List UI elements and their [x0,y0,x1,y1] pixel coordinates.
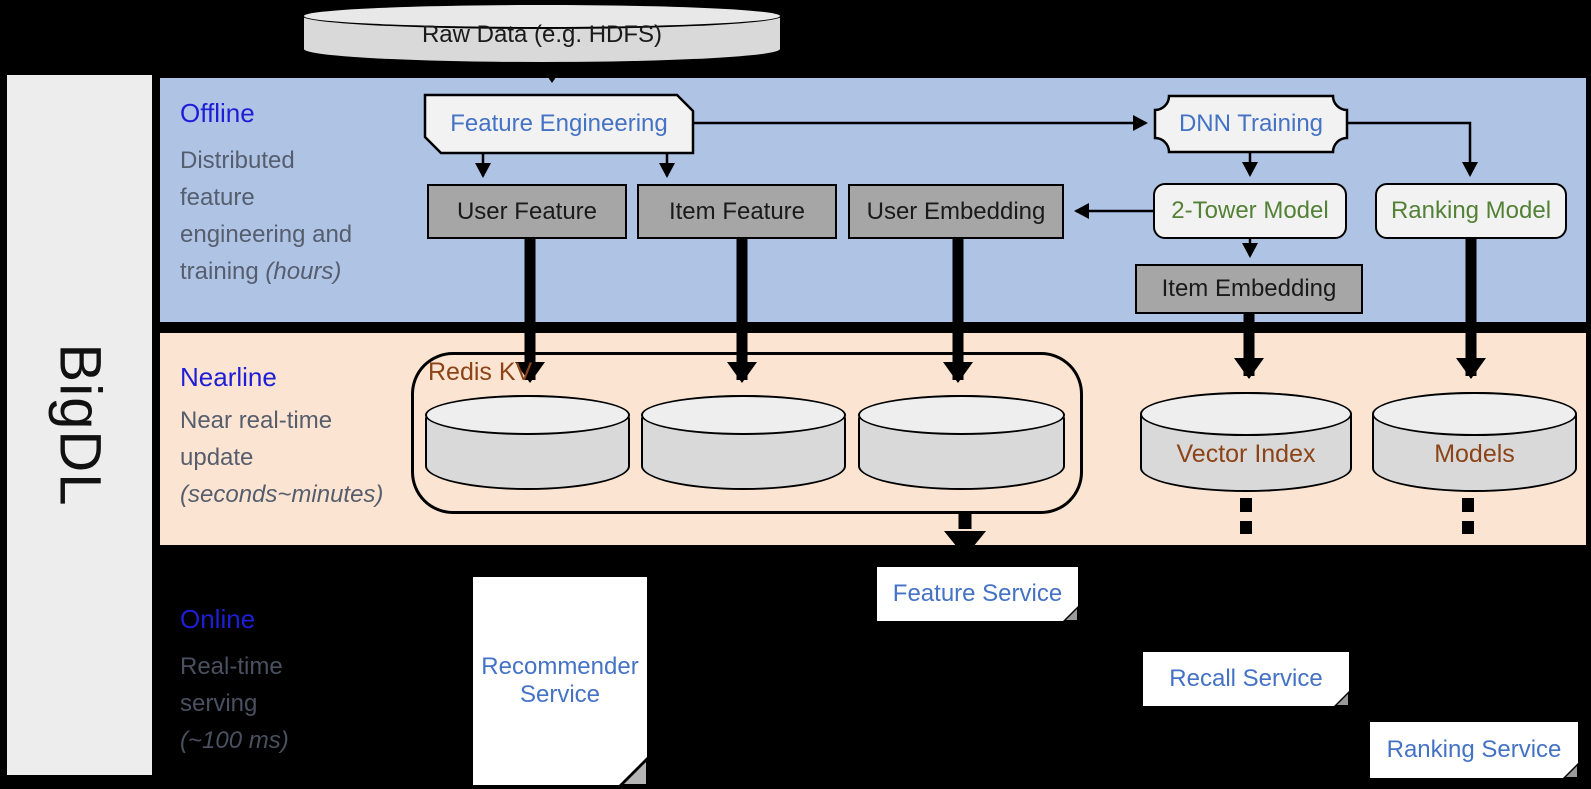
online-description-italic: (~100 ms) [180,727,289,754]
nearline-description-italic: (seconds~minutes) [180,481,384,508]
feature-service-box: Feature Service [877,567,1078,621]
arrow-dnn-to-ranking-model [1347,121,1478,177]
nearline-description: Near real-time update (seconds~minutes) [180,402,392,513]
nearline-title: Nearline [180,362,277,392]
online-description-text: Real-time serving [180,653,283,717]
vector-index-label: Vector Index [1176,440,1316,468]
models-cylinder: Models [1372,392,1577,492]
item-feature-box: Item Feature [637,184,837,239]
item-embedding-box: Item Embedding [1135,264,1363,314]
feature-engineering-shape [423,93,695,155]
redis-cylinder-2 [641,395,846,490]
vector-index-cylinder: Vector Index [1140,392,1352,492]
ranking-model-box: Ranking Model [1375,183,1567,239]
models-label: Models [1434,440,1515,468]
redis-cylinder-1-top [425,395,630,435]
user-feature-box: User Feature [427,184,627,239]
raw-data-cylinder: Raw Data (e.g. HDFS) [302,3,782,64]
models-cylinder-top [1372,392,1577,436]
offline-description-text: Distributed feature engineering and trai… [180,147,353,285]
redis-cylinder-2-top [641,395,846,435]
ranking-service-box: Ranking Service [1370,722,1578,778]
user-embedding-box: User Embedding [848,184,1064,239]
raw-data-cylinder-top [302,3,782,29]
offline-description: Distributed feature engineering and trai… [180,142,365,290]
redis-kv-label: Redis KV [428,358,533,386]
arrowhead-feature-service [944,531,986,557]
recommender-service-doc: Recommender Service [473,577,647,785]
redis-cylinder-3-top [858,395,1065,435]
redis-cylinder-3 [858,395,1065,490]
dnn-training-shape [1153,94,1349,154]
nearline-description-text: Near real-time update [180,407,333,471]
recall-service-box: Recall Service [1143,652,1349,706]
raw-data-label: Raw Data (e.g. HDFS) [421,21,663,48]
offline-title: Offline [180,98,255,128]
dnn-training-label: DNN Training [1178,110,1324,137]
two-tower-model-box: 2-Tower Model [1153,183,1347,239]
bigdl-sidebar: BigDL [7,75,152,775]
online-title: Online [180,604,256,634]
offline-description-italic: (hours) [265,258,342,285]
vector-index-cylinder-top [1140,392,1352,436]
feature-engineering-label: Feature Engineering [450,110,668,137]
online-description: Real-time serving (~100 ms) [180,648,305,759]
redis-cylinder-1 [425,395,630,490]
